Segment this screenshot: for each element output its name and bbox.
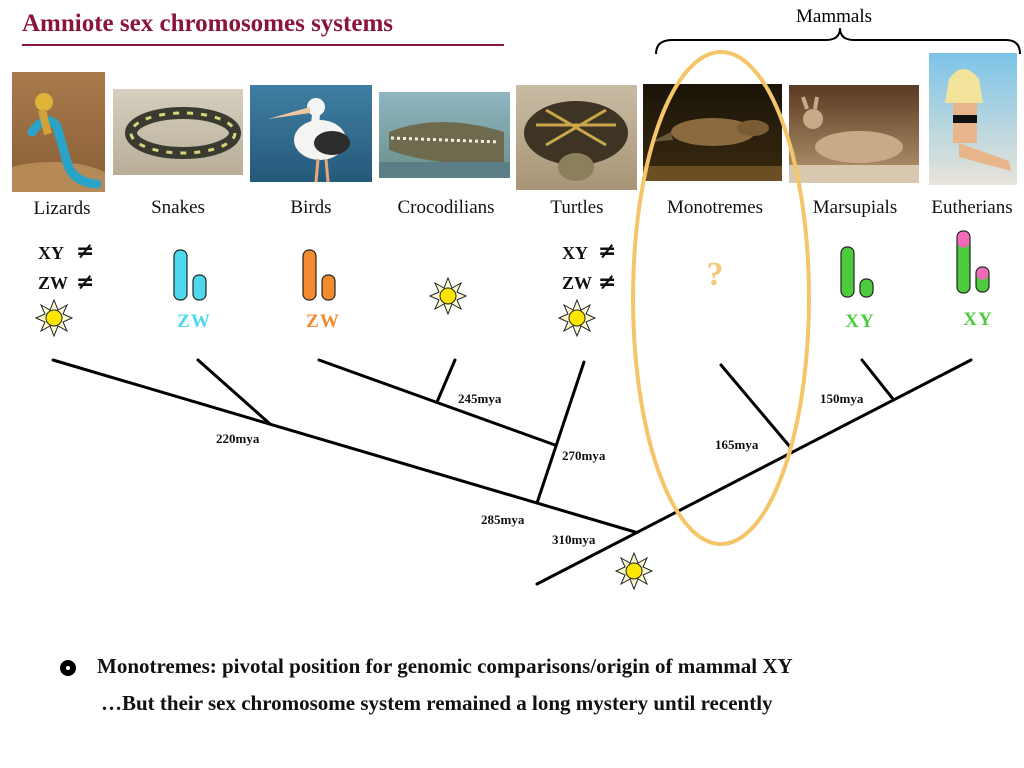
branch-crocodilians <box>435 358 457 404</box>
branch-lizards <box>51 358 637 534</box>
taxon-label-lizards: Lizards <box>33 198 91 219</box>
birds-z-chromosome <box>302 249 317 301</box>
mammals-bracket <box>655 27 1021 55</box>
taxon-label-eutherians: Eutherians <box>931 197 1013 218</box>
monotremes-highlight-ellipse <box>631 50 811 546</box>
mya-label-lizards-snakes: 220mya <box>216 431 260 446</box>
birds-system-label: ZW <box>306 311 340 332</box>
eutherians-x-pink-band <box>957 231 970 248</box>
lizards-zw-neq: ≠ <box>76 270 95 295</box>
lizards-sun-icon <box>35 299 73 337</box>
bullet-line-1: Monotremes: pivotal position for genomic… <box>97 654 793 678</box>
taxon-label-birds: Birds <box>290 197 332 218</box>
monotremes-question-mark: ? <box>706 256 724 293</box>
lizards-xy-text: XY <box>38 243 64 263</box>
branch-mammals <box>535 358 973 586</box>
root-sun-icon <box>615 552 653 590</box>
eutherians-system-label: XY <box>963 309 993 330</box>
bullet-icon <box>60 660 76 676</box>
snakes-w-chromosome <box>192 274 207 301</box>
snake-photo <box>113 89 243 175</box>
mya-label-marsupials-eutherians: 150mya <box>820 391 864 406</box>
snakes-system-label: ZW <box>177 311 211 332</box>
turtle-photo <box>516 85 637 190</box>
page-title: Amniote sex chromosomes systems <box>22 10 394 37</box>
mya-label-archosaurs-turtles: 270mya <box>562 448 606 463</box>
human-photo <box>929 53 1017 185</box>
lizards-xy-neq: ≠ <box>76 239 95 264</box>
taxon-label-crocodilians: Crocodilians <box>397 197 495 218</box>
mya-label-reptiles: 285mya <box>481 512 525 527</box>
branch-turtles <box>535 360 586 505</box>
title-underline <box>22 44 504 46</box>
mya-label-birds-crocodilians: 245mya <box>458 391 502 406</box>
birds-w-chromosome <box>321 274 336 301</box>
bird-photo <box>250 85 372 182</box>
turtles-zw-neq: ≠ <box>598 270 617 295</box>
taxon-label-marsupials: Marsupials <box>812 197 898 218</box>
turtles-sun-icon <box>558 299 596 337</box>
mya-label-monotremes: 165mya <box>715 437 759 452</box>
mya-label-amniotes: 310mya <box>552 532 596 547</box>
mammals-label: Mammals <box>796 6 872 27</box>
marsupials-x-chromosome <box>840 246 855 298</box>
snakes-z-chromosome <box>173 249 188 301</box>
lizard-photo <box>12 72 105 192</box>
taxon-label-turtles: Turtles <box>550 197 604 218</box>
bullet-line-2: …But their sex chromosome system remaine… <box>101 691 773 715</box>
turtles-zw-text: ZW <box>562 273 593 293</box>
platypus-photo <box>643 84 782 181</box>
branch-monotremes <box>719 363 793 450</box>
marsupials-system-label: XY <box>845 311 875 332</box>
marsupials-y-chromosome <box>859 278 874 298</box>
lizards-zw-text: ZW <box>38 273 69 293</box>
branch-marsupials <box>860 358 895 401</box>
branch-snakes <box>196 358 272 426</box>
eutherians-y-pink-band <box>976 267 989 280</box>
taxon-label-monotremes: Monotremes <box>666 197 764 218</box>
taxon-label-snakes: Snakes <box>151 197 205 218</box>
turtles-xy-neq: ≠ <box>598 239 617 264</box>
kangaroo-photo <box>789 85 919 183</box>
crocodilians-sun-icon <box>429 277 467 315</box>
turtles-xy-text: XY <box>562 243 588 263</box>
crocodile-photo <box>379 92 510 178</box>
